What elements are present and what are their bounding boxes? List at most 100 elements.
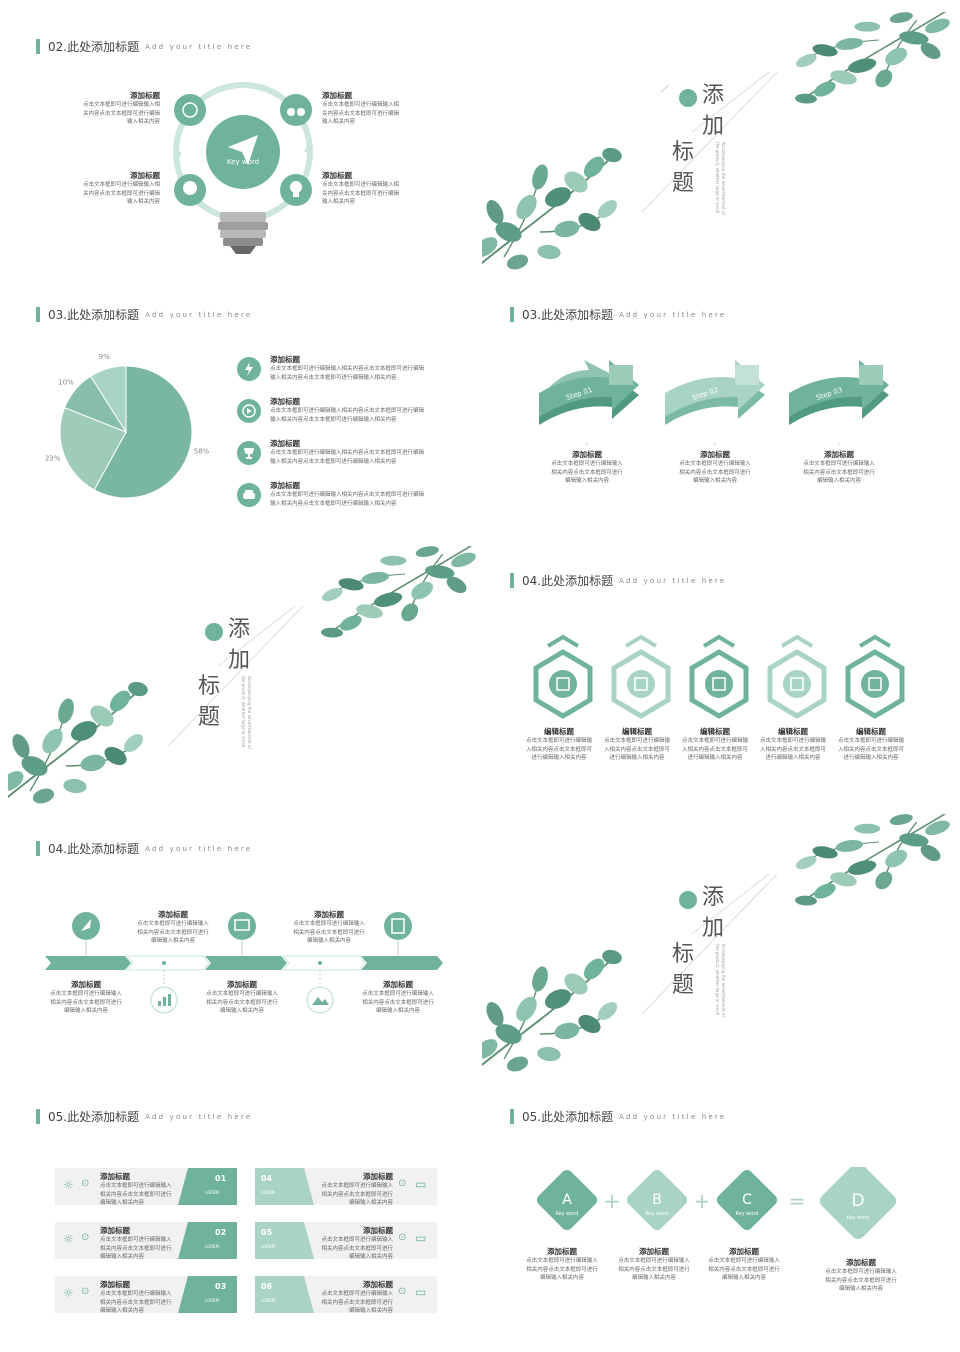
pie-label: 10%	[58, 378, 74, 386]
title-char-2: 加	[702, 916, 725, 941]
team-icon	[549, 670, 577, 698]
card-tag: LOREM	[261, 1298, 275, 1303]
step-arrow-3: Step 03	[789, 360, 889, 425]
pie-chart: 58%23%10%9%	[45, 353, 210, 499]
title-char-3: 标	[672, 942, 695, 967]
timeline-item-bottom-3: 添加标题 点击文本框即可进行编辑输入 相关内容点击文本框即可进行 编辑输入相关内…	[362, 980, 434, 1014]
slide-lightbulb: 02.此处添加标题 Add your title here Key word 添…	[8, 12, 478, 274]
card-left: ☼⊙添加标题点击文本框即可进行编辑输入相关内容点击文本框即可进行编辑输入相关内容…	[55, 1276, 237, 1314]
hand-icon: ▭	[415, 1231, 427, 1245]
arrow-circle-icon: ⊙	[81, 1178, 90, 1189]
title-char-2: 加	[702, 114, 725, 139]
step-text-3: ◦ 添加标题 点击文本框即可进行编辑输入 相关内容点击文本框即可进行 编辑输入相…	[784, 440, 894, 486]
step-text-1: ◦ 添加标题 点击文本框即可进行编辑输入 相关内容点击文本框即可进行 编辑输入相…	[532, 440, 642, 486]
title-subtitle: Add your title here	[145, 844, 253, 853]
hexagon-text: 编辑标题点击文本框即可进行编辑输入相关内容点击文本框即可进行编辑输入相关内容	[837, 727, 904, 761]
title-subtitle: Add your title here	[145, 1112, 253, 1121]
arrow-circle-icon: ⊙	[398, 1178, 407, 1189]
diamond-a	[536, 1169, 598, 1231]
slide-cards: 05.此处添加标题 Add your title here ☼⊙添加标题点击文本…	[8, 1082, 478, 1344]
arrow-circle-icon: ⊙	[81, 1232, 90, 1243]
title-bar	[36, 39, 40, 54]
slide-title: 03.此处添加标题 Add your title here	[36, 306, 252, 323]
slide-title: 05.此处添加标题 Add your title here	[510, 1108, 726, 1125]
keyword-a: Key word	[556, 1211, 579, 1217]
pie-slice	[89, 365, 127, 434]
diamond-text-b: 添加标题 点击文本框即可进行编辑输入 相关内容点击文本框即可进行 编辑输入相关内…	[618, 1247, 690, 1281]
title-char-4: 题	[198, 705, 221, 730]
card-number: 03	[215, 1282, 227, 1291]
title-char-4: 题	[672, 973, 695, 998]
radio-icon: ▭	[415, 1285, 427, 1299]
title-subtitle: Add your title here	[145, 310, 253, 319]
step-arrow-2: Step 02	[665, 360, 765, 425]
title-dot	[679, 891, 697, 909]
card-left: ☼⊙添加标题点击文本框即可进行编辑输入相关内容点击文本框即可进行编辑输入相关内容…	[55, 1168, 237, 1206]
trophy-icon: ☼	[63, 1232, 74, 1246]
card-tag: LOREM	[261, 1244, 275, 1249]
arrow-circle-icon: ⊙	[398, 1286, 407, 1297]
item-bottom-left: 添加标题 点击文本框即可进行编辑输入相 关内容点击文本框即可进行编辑 输入相关内…	[82, 171, 160, 205]
hexagon-text: 编辑标题点击文本框即可进行编辑输入相关内容点击文本框即可进行编辑输入相关内容	[759, 727, 826, 761]
hexagon-item	[533, 634, 593, 719]
leaf-decoration-top	[782, 12, 952, 107]
title-subtitle: Add your title here	[619, 310, 727, 319]
title-text: 04.此处添加标题	[48, 842, 140, 856]
section-title-slide-1: 添 加 标 题 Accompanying the advertisement o…	[482, 12, 952, 274]
title-char-1: 添	[702, 885, 725, 910]
info-icon: ◦	[836, 440, 842, 449]
step-arrow-1: Step 01	[539, 360, 639, 425]
diamond-text-d: 添加标题 点击文本框即可进行编辑输入 相关内容点击文本框即可进行 编辑输入相关内…	[825, 1258, 897, 1292]
slide-title: 04.此处添加标题 Add your title here	[36, 840, 252, 857]
diamond-text-c: 添加标题 点击文本框即可进行编辑输入 相关内容点击文本框即可进行 编辑输入相关内…	[708, 1247, 780, 1281]
title-text: 03.此处添加标题	[522, 308, 614, 322]
hexagon-item	[845, 634, 905, 719]
home-icon	[609, 365, 633, 385]
slide-timeline: 04.此处添加标题 Add your title here 添加标题 点击文本框…	[8, 814, 478, 1076]
title-text: 05.此处添加标题	[522, 1110, 614, 1124]
timeline-item-top-2: 添加标题 点击文本框即可进行编辑输入 相关内容点击文本框即可进行 编辑输入相关内…	[293, 910, 365, 944]
paper-plane-icon	[228, 135, 258, 165]
document-icon	[384, 912, 412, 940]
hexagon-text: 编辑标题点击文本框即可进行编辑输入相关内容点击文本框即可进行编辑输入相关内容	[525, 727, 592, 761]
title-small-text: Accompanying the advertisement of the pr…	[241, 676, 252, 749]
gear-icon	[859, 365, 883, 385]
timeline-item-bottom-2: 添加标题 点击文本框即可进行编辑输入 相关内容点击文本框即可进行 编辑输入相关内…	[206, 980, 278, 1014]
timeline-item-top-1: 添加标题 点击文本框即可进行编辑输入 相关内容点击文本框即可进行 编辑输入相关内…	[137, 910, 209, 944]
title-text: 05.此处添加标题	[48, 1110, 140, 1124]
card-number: 05	[261, 1228, 273, 1237]
timeline-item-bottom-1: 添加标题 点击文本框即可进行编辑输入 相关内容点击文本框即可进行 编辑输入相关内…	[50, 980, 122, 1014]
title-bar	[36, 841, 40, 856]
diamond-equation: A Key word B Key word C Key word D Key w…	[536, 1167, 897, 1240]
card-tag: LOREM	[205, 1244, 219, 1249]
hexagon-item	[611, 634, 671, 719]
hexagon-item	[767, 634, 827, 719]
hexagon-item	[689, 634, 749, 719]
slide-title: 03.此处添加标题 Add your title here	[510, 306, 726, 323]
title-bar	[510, 573, 514, 588]
title-bar	[510, 307, 514, 322]
plus-sign: +	[694, 1189, 711, 1213]
letter-c: C	[742, 1192, 752, 1208]
slide-pie: 03.此处添加标题 Add your title here 58%23%10%9…	[8, 280, 478, 542]
title-bar	[36, 1109, 40, 1124]
list-item: 添加标题 点击文本框即可进行编辑输入相关内容点击文本框即可进行编辑 输入相关内容…	[236, 480, 466, 522]
letter-d: D	[851, 1191, 864, 1211]
item-top-left: 添加标题 点击文本框即可进行编辑输入相 关内容点击文本框即可进行编辑 输入相关内…	[82, 91, 160, 125]
title-text: 04.此处添加标题	[522, 574, 614, 588]
title-char-2: 加	[228, 648, 251, 673]
title-subtitle: Add your title here	[145, 42, 253, 51]
title-bar	[510, 1109, 514, 1124]
section-title-slide-3: 添 加 标 题 Accompanying the advertisement o…	[482, 814, 952, 1076]
equals-sign: =	[789, 1189, 806, 1213]
item-top-right: 添加标题 点击文本框即可进行编辑输入相 关内容点击文本框即可进行编辑 输入相关内…	[322, 91, 400, 125]
center-keyword: Key word	[226, 158, 260, 166]
title-char-3: 标	[198, 674, 221, 699]
keyword-c: Key word	[736, 1211, 759, 1217]
info-icon: ◦	[584, 440, 590, 449]
title-char-1: 添	[228, 617, 251, 642]
search-globe-icon	[783, 670, 811, 698]
title-dot	[679, 89, 697, 107]
